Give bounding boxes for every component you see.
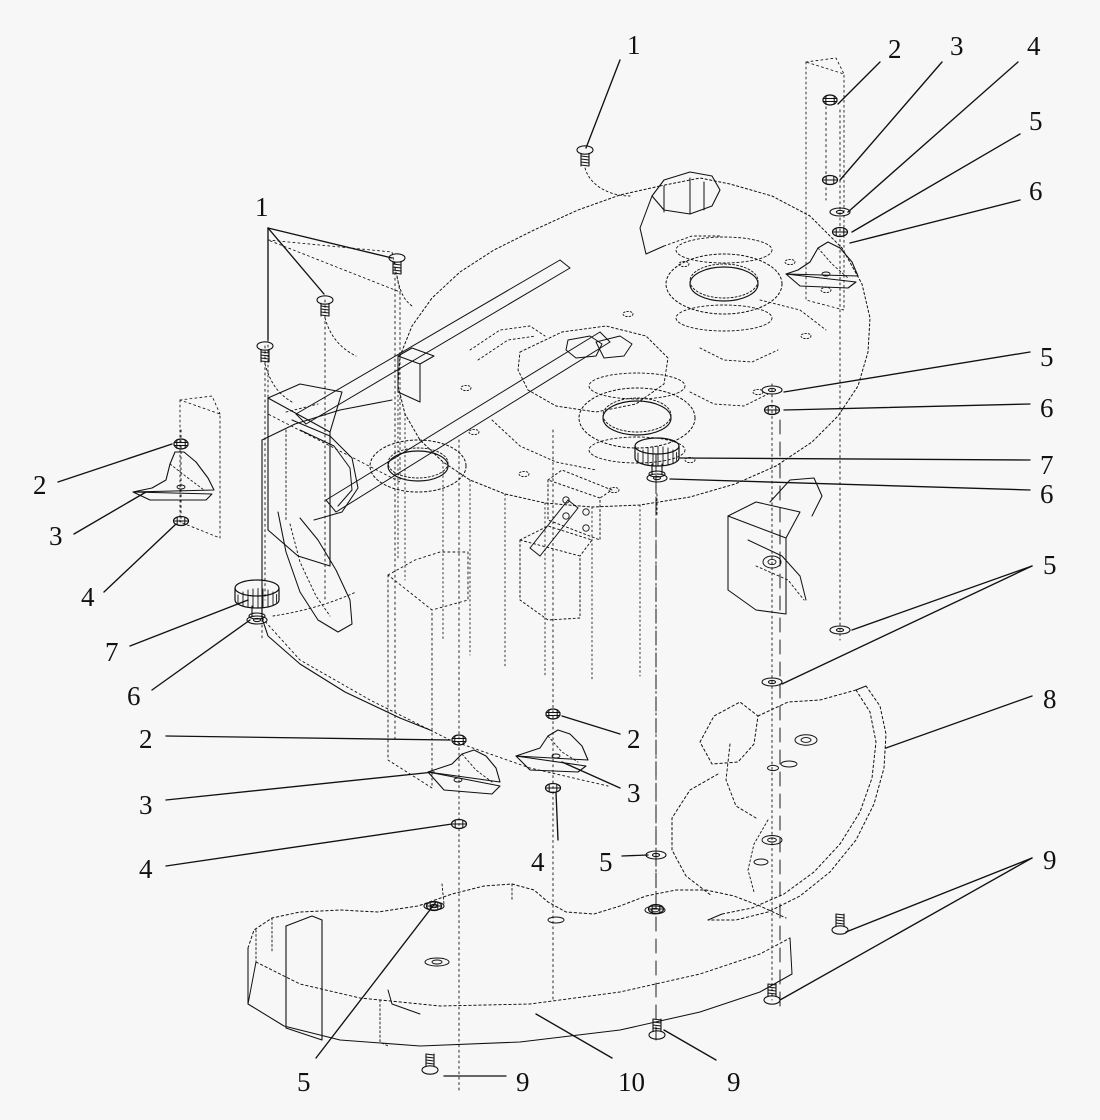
callout-number: 3 <box>139 790 153 820</box>
callout-number: 6 <box>1040 393 1054 423</box>
callout-number: 1 <box>627 30 641 60</box>
callout-number: 1 <box>255 192 269 222</box>
callout-number: 9 <box>727 1067 741 1097</box>
callout-number: 4 <box>139 854 153 884</box>
callout-number: 4 <box>531 847 545 877</box>
callout-number: 7 <box>1040 450 1054 480</box>
callout-number: 5 <box>1040 342 1054 372</box>
callout-number: 2 <box>33 470 47 500</box>
callout-number: 3 <box>627 778 641 808</box>
callout-number: 10 <box>618 1067 645 1097</box>
callout-number: 9 <box>1043 845 1057 875</box>
callout-number: 4 <box>81 582 95 612</box>
callout-number: 5 <box>599 847 613 877</box>
callout-number: 7 <box>105 637 119 667</box>
callout-number: 6 <box>1029 176 1043 206</box>
callout-number: 5 <box>1029 106 1043 136</box>
callout-number: 2 <box>627 724 641 754</box>
callout-number: 6 <box>127 681 141 711</box>
callout-number: 5 <box>297 1067 311 1097</box>
callout-number: 8 <box>1043 684 1057 714</box>
callout-number: 2 <box>888 34 902 64</box>
callout-number: 6 <box>1040 479 1054 509</box>
callout-number: 4 <box>1027 31 1041 61</box>
callout-number: 3 <box>950 31 964 61</box>
callout-number: 3 <box>49 521 63 551</box>
callout-number: 5 <box>1043 550 1057 580</box>
callout-number: 9 <box>516 1067 530 1097</box>
callout-number: 2 <box>139 724 153 754</box>
